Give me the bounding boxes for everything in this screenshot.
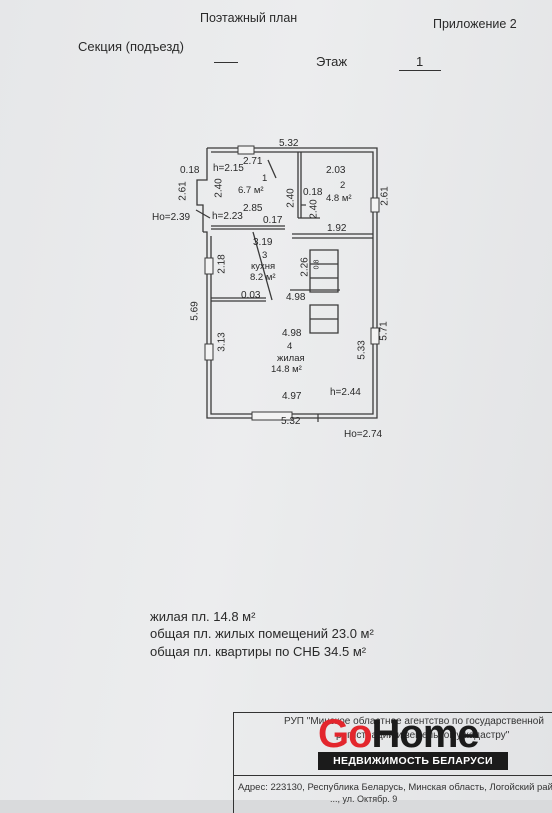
floor-underline	[399, 70, 441, 71]
dim-hall-width: 4.98	[286, 292, 306, 303]
dim-living-left: 3.13	[216, 332, 228, 352]
dim-living-bottom: 4.97	[282, 391, 302, 402]
room3-area: 8.2 м²	[250, 272, 276, 283]
dim-right-small: 2.61	[379, 186, 391, 206]
dim-top-width: 5.32	[279, 138, 299, 149]
brand-go: Go	[318, 712, 373, 756]
floor-label: Этаж	[316, 54, 348, 69]
dim-partition: 0.03	[241, 290, 261, 301]
dim-kitchen-right: 2.26	[299, 257, 311, 277]
stamp-frame	[233, 712, 552, 813]
stamp-org-line2: регистрации и земельному кадастру"	[336, 730, 510, 741]
dim-room1-side: 2.40	[213, 178, 225, 198]
room1-area: 6.7 м²	[238, 185, 264, 196]
dim-corner-a: 0.18	[180, 165, 200, 176]
room4-number: 4	[287, 341, 293, 352]
dim-room2-top: 2.03	[326, 165, 346, 176]
dim-h1: h=2.15	[213, 163, 244, 174]
section-underline	[214, 62, 238, 63]
dim-h3: h=2.44	[330, 387, 361, 398]
room4-name: жилая	[277, 353, 305, 364]
dim-room1-bottom: 2.85	[243, 203, 263, 214]
dim-bottom-width: 5.32	[281, 416, 301, 427]
dim-room2-side-b: 2.40	[308, 199, 320, 219]
stamp-org-line1: РУП "Минское областное агентство по госу…	[284, 716, 544, 727]
dim-right-height: 5.71	[378, 321, 390, 341]
dim-room2-bottom: 1.92	[327, 223, 347, 234]
stamp-divider	[233, 775, 552, 776]
summary-total-snb: общая пл. квартиры по СНБ 34.5 м²	[150, 644, 367, 659]
brand-tagline: НЕДВИЖИМОСТЬ БЕЛАРУСИ	[318, 752, 508, 770]
brand-home: Home	[371, 712, 480, 756]
dim-stair-width: 0.8	[313, 259, 321, 270]
stamp-address-2: ..., ул. Октябр. 9	[330, 794, 398, 804]
room2-number: 2	[340, 180, 346, 191]
dim-living-width: 4.98	[282, 328, 302, 339]
section-label: Секция (подъезд)	[78, 39, 184, 54]
room1-number: 1	[262, 173, 268, 184]
dim-living-right: 5.33	[356, 340, 368, 360]
room4-area: 14.8 м²	[271, 364, 302, 375]
dim-left-small: 2.61	[177, 181, 189, 201]
dim-h2: h=2.23	[212, 211, 243, 222]
brand-logo: GoHome	[318, 712, 480, 757]
summary-total-living: общая пл. жилых помещений 23.0 м²	[150, 626, 374, 641]
room3-number: 3	[262, 250, 268, 261]
dim-kitchen-left: 2.18	[216, 254, 228, 274]
document-title: Поэтажный план	[200, 11, 298, 25]
dim-room2-side-a: 2.40	[285, 188, 297, 208]
stamp-address: Адрес: 223130, Республика Беларусь, Минс…	[238, 782, 552, 793]
floor-value: 1	[416, 54, 424, 69]
room3-name: кухня	[251, 261, 276, 272]
dim-ho2: Hо=2.74	[344, 429, 383, 440]
dim-ho1: Hо=2.39	[152, 212, 191, 223]
dim-room1-gap: 0.17	[263, 215, 283, 226]
dim-kitchen-top: 3.19	[253, 237, 273, 248]
dim-room2-small: 0.18	[303, 187, 323, 198]
appendix-label: Приложение 2	[433, 17, 517, 31]
dim-left-height: 5.69	[189, 301, 201, 321]
summary-living-area: жилая пл. 14.8 м²	[150, 609, 256, 624]
room2-area: 4.8 м²	[326, 193, 352, 204]
dim-room1-top: 2.71	[243, 156, 263, 167]
